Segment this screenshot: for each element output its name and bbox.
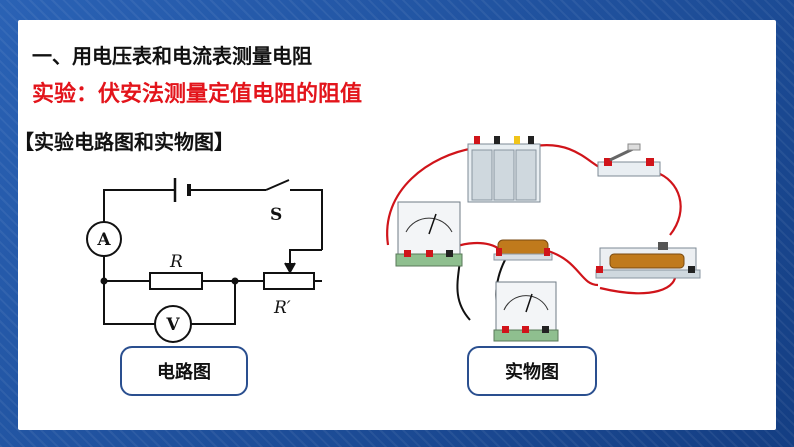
wire xyxy=(654,170,682,236)
ammeter-device xyxy=(395,201,463,267)
circuit-diagram-caption: 电路图 xyxy=(120,346,248,396)
voltmeter-symbol xyxy=(154,305,192,343)
section-label: 【实验电路图和实物图】 xyxy=(14,130,234,154)
wire-top-left xyxy=(103,189,175,222)
battery-pack xyxy=(467,136,541,203)
wire-slider xyxy=(289,249,322,270)
resistor-box xyxy=(149,272,203,290)
wire-bottom-right xyxy=(191,281,236,325)
wire-left xyxy=(103,256,155,325)
voltmeter-label: V xyxy=(165,315,180,335)
wire-top-right xyxy=(290,189,323,250)
rheostat-device xyxy=(595,242,701,279)
apparatus-illustration xyxy=(386,136,701,342)
switch-blade xyxy=(265,179,290,191)
ammeter-label: A xyxy=(96,230,111,250)
section-heading: 一、用电压表和电流表测量电阻 xyxy=(32,44,312,68)
wire xyxy=(386,146,476,246)
rheostat-box xyxy=(263,272,315,290)
switch-label: S xyxy=(270,205,282,225)
junction-dot xyxy=(100,277,108,285)
wire xyxy=(544,248,599,287)
apparatus-caption: 实物图 xyxy=(467,346,597,396)
resistor-label: R xyxy=(169,252,183,272)
resistor-coil xyxy=(493,239,553,261)
slider-arrow xyxy=(284,262,296,275)
ammeter-symbol xyxy=(86,221,122,257)
rheostat-label: R′ xyxy=(273,298,291,318)
knife-switch xyxy=(597,143,661,177)
circuit-diagram: A V S R R′ xyxy=(86,178,323,343)
experiment-title: 实验：伏安法测量定值电阻的阻值 xyxy=(32,82,363,107)
junction-dot xyxy=(231,277,239,285)
wire xyxy=(534,143,606,172)
voltmeter-device xyxy=(493,281,559,342)
wire xyxy=(456,259,471,321)
